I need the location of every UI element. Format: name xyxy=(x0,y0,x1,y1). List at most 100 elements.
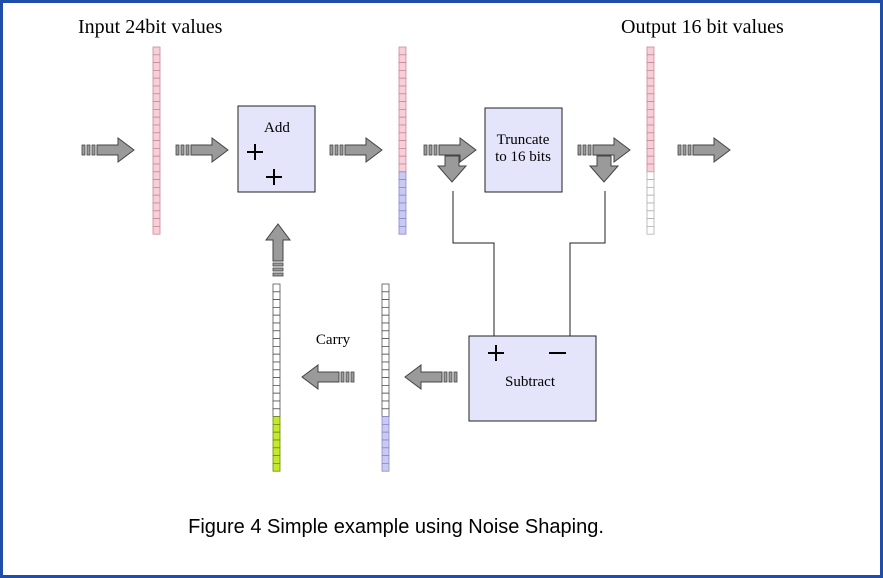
bit-cell xyxy=(272,423,281,433)
bit-cell xyxy=(152,225,161,235)
bit-cell xyxy=(646,163,655,173)
input-title: Input 24bit values xyxy=(78,16,223,38)
bit-cell xyxy=(646,77,655,87)
bit-cell xyxy=(381,423,390,433)
bit-cell xyxy=(381,322,390,332)
bit-cell xyxy=(398,116,407,126)
arrow-right-icon xyxy=(81,137,135,163)
bit-cell xyxy=(381,361,390,371)
arrow-right-icon xyxy=(329,137,383,163)
bit-cell xyxy=(381,416,390,425)
input-bit-column xyxy=(152,46,161,235)
bit-cell xyxy=(646,155,655,165)
bit-cell xyxy=(272,338,281,347)
bit-cell xyxy=(381,306,390,316)
plus-icon xyxy=(247,144,263,160)
bit-cell xyxy=(646,70,655,79)
bit-cell xyxy=(272,291,281,300)
arrow-left-icon xyxy=(301,364,355,390)
bit-cell xyxy=(398,140,407,149)
bit-cell xyxy=(272,283,281,293)
bit-cell xyxy=(398,171,407,181)
bit-cell xyxy=(381,345,390,355)
bit-cell xyxy=(272,431,281,441)
bit-cell xyxy=(152,46,161,56)
arrow-up-icon xyxy=(265,223,291,277)
bit-cell xyxy=(646,85,655,95)
arrow-right-icon xyxy=(677,137,731,163)
bit-cell xyxy=(398,93,407,103)
bit-cell xyxy=(152,93,161,103)
bit-cell xyxy=(152,132,161,142)
bit-cell xyxy=(646,186,655,196)
bit-cell xyxy=(646,124,655,134)
bit-cell xyxy=(272,455,281,464)
output-bit-column xyxy=(646,46,655,235)
subtract-label: Subtract xyxy=(505,374,556,390)
bit-cell xyxy=(152,210,161,220)
arrow-left-icon xyxy=(404,364,458,390)
bit-cell xyxy=(398,218,407,227)
bit-cell xyxy=(381,299,390,308)
bit-cell xyxy=(646,210,655,220)
bit-cell xyxy=(152,70,161,79)
bit-cell xyxy=(152,186,161,196)
bit-cell xyxy=(381,455,390,464)
bit-cell xyxy=(646,62,655,71)
bit-cell xyxy=(381,400,390,410)
carry-label: Carry xyxy=(316,332,351,348)
bit-cell xyxy=(646,171,655,181)
bit-cell xyxy=(398,147,407,157)
bit-cell xyxy=(381,314,390,324)
bit-cell xyxy=(381,330,390,339)
bit-cell xyxy=(152,124,161,134)
truncate-label-line2: to 16 bits xyxy=(495,149,551,165)
bit-cell xyxy=(398,186,407,196)
bit-cell xyxy=(272,416,281,425)
bit-cell xyxy=(398,77,407,87)
bit-cell xyxy=(272,361,281,371)
bit-cell xyxy=(272,408,281,417)
bit-cell xyxy=(398,85,407,95)
bit-cell xyxy=(398,70,407,79)
bit-cell xyxy=(272,306,281,316)
bit-cell xyxy=(646,46,655,56)
bit-cell xyxy=(272,345,281,355)
arrow-right-icon xyxy=(175,137,229,163)
bit-cell xyxy=(272,330,281,339)
bit-cell xyxy=(381,439,390,449)
bit-cell xyxy=(152,147,161,157)
bit-cell xyxy=(152,171,161,181)
bit-cell xyxy=(272,377,281,386)
subtract-box xyxy=(468,335,597,422)
bit-cell xyxy=(381,384,390,394)
bit-cell xyxy=(272,392,281,402)
bit-cell xyxy=(272,322,281,332)
bit-cell xyxy=(272,439,281,449)
bit-cell xyxy=(646,93,655,103)
arrow-down-icon xyxy=(436,155,468,183)
bit-cell xyxy=(152,62,161,71)
bit-cell xyxy=(646,54,655,63)
bit-cell xyxy=(381,353,390,363)
bit-cell xyxy=(646,140,655,149)
bit-cell xyxy=(381,447,390,456)
bit-cell xyxy=(398,62,407,71)
bit-cell xyxy=(398,155,407,165)
connector-lines xyxy=(452,191,606,336)
plus-icon xyxy=(488,345,504,361)
bit-cell xyxy=(398,101,407,110)
plus-icon xyxy=(266,169,282,185)
bit-cell xyxy=(152,54,161,63)
bit-cell xyxy=(398,46,407,56)
bit-cell xyxy=(272,299,281,308)
bit-cell xyxy=(152,163,161,173)
bit-cell xyxy=(646,147,655,157)
bit-cell xyxy=(381,369,390,378)
bit-cell xyxy=(272,384,281,394)
bit-cell xyxy=(152,202,161,212)
bit-cell xyxy=(152,77,161,87)
bit-cell xyxy=(646,225,655,235)
bit-cell xyxy=(272,314,281,324)
bit-cell xyxy=(398,163,407,173)
